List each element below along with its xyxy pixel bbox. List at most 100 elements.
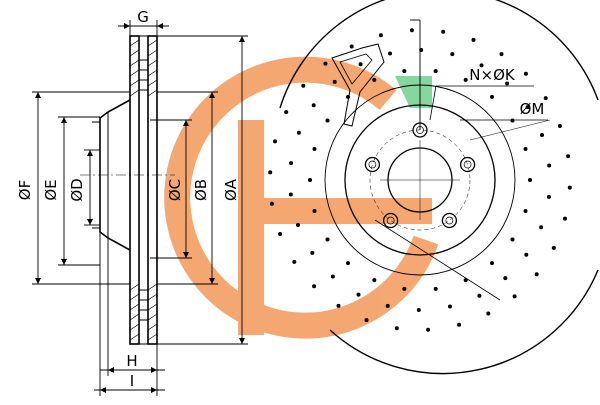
drill-hole <box>312 147 317 151</box>
drill-hole <box>463 77 468 82</box>
bolt-hole-inner <box>368 160 377 169</box>
label-e: ØE <box>42 179 60 200</box>
drill-hole <box>450 52 455 57</box>
drill-hole <box>433 69 438 74</box>
drill-hole <box>325 118 330 123</box>
drill-hole <box>296 223 300 227</box>
drill-hole <box>372 278 377 283</box>
drill-hole <box>477 293 482 298</box>
drill-hole <box>433 286 438 291</box>
logo-green-tab <box>395 76 432 108</box>
label-i: I <box>130 372 134 390</box>
drill-hole <box>557 124 562 128</box>
bolt-hole <box>459 156 476 173</box>
bolt-hole-inner <box>445 216 454 225</box>
drill-hole <box>441 29 446 34</box>
vent-ribs <box>139 35 148 345</box>
bolt-hole-inner <box>386 216 395 225</box>
drill-hole <box>364 318 369 323</box>
drill-hole <box>416 308 421 312</box>
drill-hole <box>543 96 548 101</box>
bolt-hole <box>412 122 428 138</box>
drill-hole <box>394 326 399 331</box>
label-nk: N×ØK <box>469 66 516 84</box>
label-g: G <box>137 8 149 26</box>
drill-hole <box>426 327 431 332</box>
drill-hole <box>378 33 383 38</box>
drill-hole <box>325 237 330 242</box>
drill-hole <box>551 245 556 250</box>
drill-hole <box>288 192 293 197</box>
drill-hole <box>534 272 539 277</box>
drill-hole <box>372 77 377 82</box>
drill-hole <box>547 163 552 168</box>
drill-hole <box>471 37 476 42</box>
drill-hole <box>330 274 335 279</box>
bolt-hole <box>364 156 381 173</box>
drill-hole <box>273 139 277 144</box>
drill-hole <box>505 81 510 86</box>
slot-detail <box>331 43 385 127</box>
section-hatching <box>129 39 158 341</box>
bolt-holes <box>364 122 476 229</box>
label-b: ØB <box>192 179 210 201</box>
drill-hole <box>510 237 515 242</box>
drill-hole <box>388 51 392 56</box>
drill-hole <box>385 303 390 308</box>
drill-hole <box>301 83 306 88</box>
drill-hole <box>546 194 551 199</box>
bolt-hole-inner <box>416 126 424 134</box>
drill-hole <box>448 304 452 309</box>
drill-hole <box>358 62 363 67</box>
drill-hole <box>523 209 528 213</box>
side-view <box>80 35 175 345</box>
drill-hole <box>278 232 283 236</box>
drill-hole <box>503 276 508 281</box>
drill-hole <box>523 147 528 151</box>
drill-hole <box>336 303 341 308</box>
drill-hole <box>284 110 289 115</box>
drill-hole <box>402 286 407 291</box>
drill-hole <box>308 178 312 182</box>
drill-hole <box>296 130 301 135</box>
logo-ring <box>164 56 439 339</box>
bolt-hole <box>441 212 458 229</box>
drill-hole <box>540 133 544 137</box>
drill-hole <box>332 79 337 84</box>
drill-hole <box>524 252 529 257</box>
drill-hole <box>311 103 316 108</box>
drill-hole <box>539 225 544 230</box>
drill-hole <box>409 28 414 33</box>
drill-hole <box>310 250 315 255</box>
label-m: ØM <box>520 100 545 118</box>
drill-hole <box>510 118 515 123</box>
front-view <box>279 0 599 375</box>
drill-hole <box>499 52 504 57</box>
drill-hole <box>512 294 517 299</box>
bolt-hole <box>382 212 399 229</box>
drill-hole <box>528 178 532 182</box>
bolt-circle <box>369 129 471 231</box>
drill-hole <box>312 284 317 289</box>
drill-hole <box>566 154 571 159</box>
drill-hole <box>312 209 317 213</box>
drill-hole <box>289 161 294 166</box>
drill-hole <box>490 94 494 99</box>
drill-hole <box>567 185 572 190</box>
drill-hole <box>419 48 424 52</box>
bolt-hole-inner <box>463 160 472 169</box>
drill-hole <box>268 170 273 175</box>
side-dimensions <box>32 20 248 396</box>
outer-friction-plate <box>129 35 140 345</box>
drill-hole <box>346 94 350 99</box>
label-d: ØD <box>68 178 86 201</box>
label-h: H <box>126 352 137 370</box>
dimension-arrows <box>35 23 245 393</box>
drill-hole <box>563 216 567 221</box>
drill-hole <box>402 69 407 74</box>
drill-hole <box>486 311 491 316</box>
drill-hole <box>490 261 494 266</box>
drill-hole <box>346 261 350 266</box>
drill-hole <box>292 259 297 264</box>
